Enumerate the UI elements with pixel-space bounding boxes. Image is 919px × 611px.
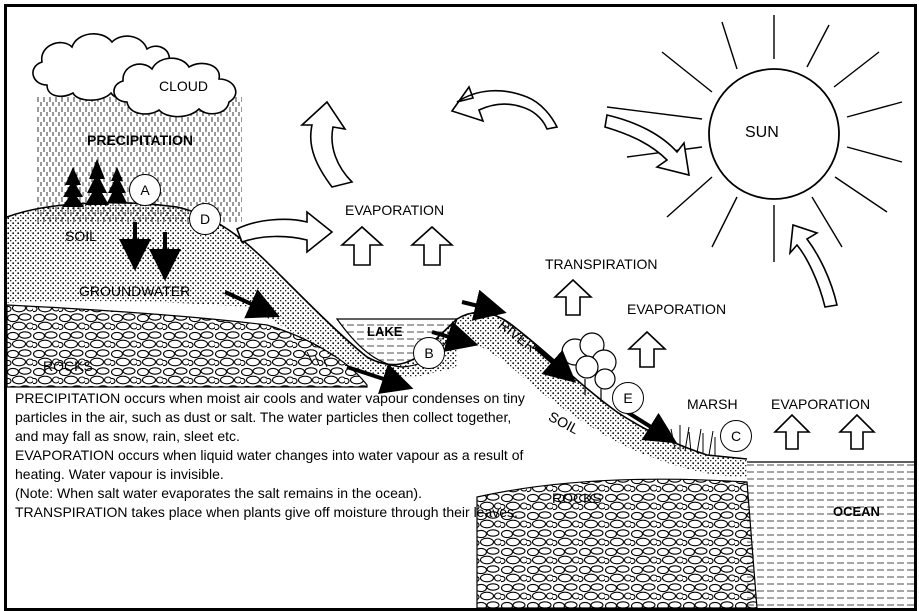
evaporation-label-2: EVAPORATION	[627, 301, 727, 317]
evaporation-label-1: EVAPORATION	[345, 202, 445, 218]
marker-d: D	[189, 203, 221, 235]
ocean	[747, 462, 914, 608]
rock-cracks	[306, 351, 328, 368]
marsh-grass	[670, 425, 716, 456]
transpiration-label: TRANSPIRATION	[545, 256, 658, 272]
cloud-label: CLOUD	[159, 78, 209, 94]
evaporation-label-3: EVAPORATION	[771, 396, 871, 412]
marker-c: C	[720, 420, 752, 452]
sun	[606, 15, 903, 262]
groundwater-label: GROUNDWATER	[79, 283, 191, 299]
sun-label: SUN	[745, 124, 779, 141]
water-cycle-diagram: CLOUD PRECIPITATION SUN EVAPORATION TRAN…	[4, 4, 917, 611]
note-salt: (Note: When salt water evaporates the sa…	[15, 485, 422, 501]
soil-label-1: SOIL	[65, 228, 97, 244]
vapour-arrows	[339, 225, 876, 450]
rocks-label-2: ROCKS	[552, 490, 602, 506]
lake-label: LAKE	[367, 324, 403, 339]
ocean-label: OCEAN	[833, 504, 880, 519]
note-evaporation: EVAPORATION occurs when liquid water cha…	[15, 447, 524, 482]
marker-e: E	[612, 382, 644, 414]
cloud	[32, 33, 237, 118]
precipitation-label: PRECIPITATION	[87, 132, 194, 148]
note-transpiration: TRANSPIRATION takes place when plants gi…	[15, 504, 518, 520]
rocks-label-1: ROCKS	[43, 358, 93, 374]
marsh-label: MARSH	[687, 396, 738, 412]
rocks-lower-layer	[476, 478, 758, 608]
pine-trees	[62, 159, 127, 207]
note-precipitation: PRECIPITATION occurs when moist air cool…	[15, 390, 525, 444]
rocks-upper-layer	[7, 304, 368, 388]
soil-river-slope	[457, 312, 747, 477]
explanation-notes: PRECIPITATION occurs when moist air cool…	[15, 389, 535, 522]
marker-b: B	[413, 337, 445, 369]
cycle-arrows	[235, 85, 838, 308]
marker-a: A	[129, 174, 161, 206]
